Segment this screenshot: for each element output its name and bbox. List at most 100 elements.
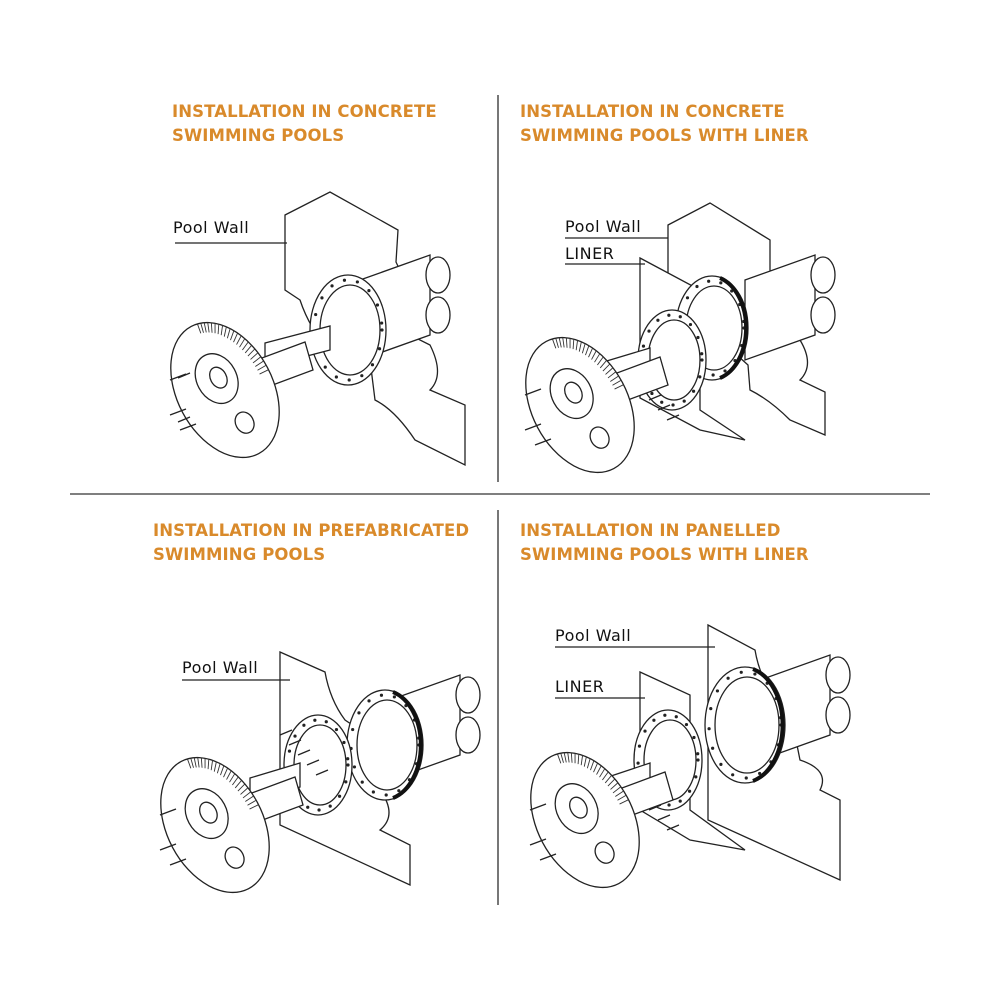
- panel-1-pool-wall-label: Pool Wall: [173, 218, 250, 237]
- panel-4-liner-label: LINER: [555, 677, 605, 696]
- screw: [169, 858, 187, 866]
- lamp-fin: [210, 760, 214, 771]
- flange-hole: [324, 720, 328, 724]
- flange-hole: [641, 344, 646, 348]
- flange-hole: [306, 805, 310, 809]
- lamp-fin: [599, 360, 607, 369]
- screw: [648, 394, 662, 401]
- lamp-hatching: [197, 322, 269, 375]
- flange-hole: [330, 284, 334, 288]
- lamp-fin: [223, 767, 228, 778]
- flange-hole: [687, 789, 692, 793]
- lamp-fin: [586, 758, 591, 769]
- lamp-fin: [605, 367, 614, 375]
- flange-hole: [344, 780, 348, 784]
- flange-hole: [328, 804, 332, 808]
- flange-hole: [663, 713, 667, 717]
- screw: [159, 843, 177, 851]
- flange-ring: [704, 666, 786, 784]
- screw: [657, 404, 671, 411]
- flange-inner: [714, 676, 780, 774]
- flange-hole: [347, 378, 351, 382]
- flange-hole: [656, 318, 660, 322]
- screw: [666, 824, 680, 831]
- screw: [539, 853, 557, 861]
- panel-2-pool-wall-label: Pool Wall: [565, 217, 642, 236]
- flange-hole: [758, 771, 762, 776]
- lamp-fin: [232, 776, 239, 786]
- panel-1-drawing: [169, 191, 466, 467]
- lamp-gland: [224, 846, 245, 869]
- lamp-fin: [244, 345, 252, 354]
- lamp-fin: [213, 761, 217, 772]
- housing-pipe: [810, 296, 836, 334]
- screw: [177, 372, 191, 379]
- lamp-fin: [193, 757, 197, 768]
- lamp-fin: [252, 356, 262, 364]
- lamp-fin: [578, 341, 582, 352]
- lamp-fin: [240, 787, 249, 795]
- lamp-fin: [207, 759, 210, 770]
- flange-hole: [700, 358, 704, 362]
- flange-hole: [647, 329, 651, 333]
- lamp-bulb: [569, 796, 588, 819]
- flange-hole: [375, 303, 380, 307]
- lamp-fin: [250, 352, 259, 360]
- lamp-fin: [257, 364, 267, 371]
- screw: [169, 408, 187, 416]
- lamp-fin: [562, 337, 565, 348]
- lamp-fin: [577, 754, 580, 765]
- lamp-fin: [583, 756, 587, 767]
- lamp-fin: [597, 356, 604, 366]
- screw: [315, 769, 329, 776]
- flange-hole: [688, 322, 693, 327]
- flange-hole: [691, 389, 696, 393]
- flange-hole: [397, 789, 401, 793]
- flange-hole: [377, 347, 382, 351]
- panel-2-title: INSTALLATION IN CONCRETE SWIMMING POOLS …: [520, 100, 809, 148]
- flange-hole: [334, 727, 339, 732]
- lamp-hatching: [552, 337, 624, 390]
- flange-hole: [660, 400, 664, 404]
- lamp-fin: [607, 371, 617, 379]
- screw: [159, 808, 177, 816]
- lamp-fin: [255, 360, 264, 367]
- lamp-fin: [596, 765, 602, 775]
- housing-pipe: [825, 696, 851, 734]
- lamp-fin: [247, 348, 256, 357]
- lamp-fin: [220, 325, 224, 336]
- screw: [279, 729, 293, 736]
- lamp-fin: [207, 322, 210, 333]
- lamp-gland: [589, 426, 610, 449]
- flange-hole: [692, 735, 696, 740]
- lamp-fin: [569, 338, 571, 349]
- flange-hole: [709, 707, 713, 711]
- screw: [524, 388, 542, 396]
- lamp-bulb: [564, 381, 583, 404]
- lamp-fin: [619, 799, 629, 805]
- panel-2-title-line1: INSTALLATION IN CONCRETE: [520, 102, 785, 121]
- lamp-fin: [570, 752, 573, 763]
- lamp-fin: [567, 752, 570, 763]
- screw: [534, 438, 552, 446]
- lamp-fin: [615, 790, 624, 797]
- lamp-bulb: [209, 366, 228, 389]
- screw: [177, 416, 191, 423]
- flange-hole: [696, 758, 700, 762]
- panel-3-title-line2: SWIMMING POOLS: [153, 545, 326, 564]
- lamp-fin: [237, 783, 246, 792]
- flange-hole: [313, 718, 317, 722]
- flange-hole: [696, 752, 700, 756]
- screw: [524, 423, 542, 431]
- lamp-fin: [187, 758, 192, 769]
- lamp-fin: [604, 775, 612, 784]
- flange-hole: [367, 699, 371, 703]
- lamp-fin: [602, 363, 611, 372]
- lamp-fin: [220, 765, 225, 776]
- lamp-fin: [197, 757, 200, 768]
- flange-hole: [694, 775, 698, 779]
- panel-3-title: INSTALLATION IN PREFABRICATED SWIMMING P…: [153, 519, 469, 567]
- lamp-fin: [610, 375, 619, 382]
- lamp-fin: [610, 782, 619, 790]
